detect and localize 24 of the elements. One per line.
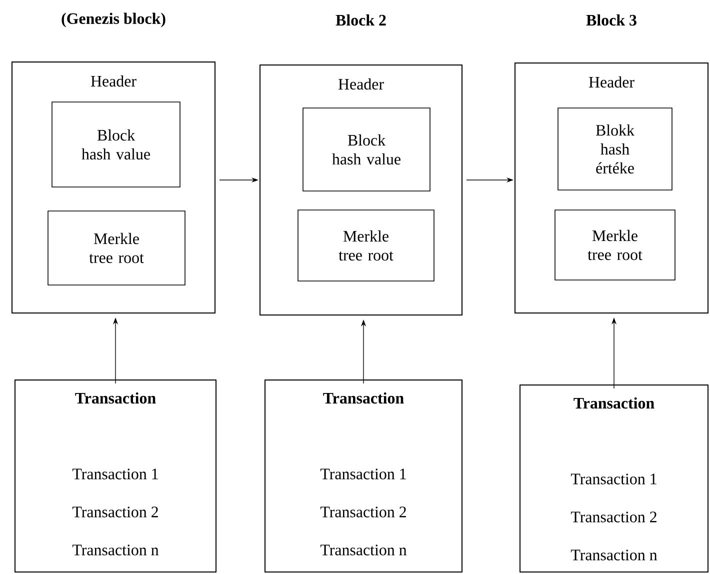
transaction-item: Transaction 2 (72, 506, 158, 518)
hash-box: Block hash value (52, 102, 180, 188)
transaction-heading: Transaction (323, 392, 404, 404)
hash-box: Blokk hash értéke (558, 108, 672, 190)
merkle-root-box: Merkle tree root (48, 210, 186, 286)
transaction-heading: Transaction (75, 392, 156, 404)
block-title: Block 2 (336, 14, 386, 26)
transaction-heading: Transaction (574, 397, 654, 409)
header-label: Header (90, 75, 136, 87)
block-title: Block 3 (586, 14, 636, 26)
transaction-item: Transaction n (72, 544, 159, 556)
hash-box: Block hash value (302, 108, 430, 192)
header-label: Header (588, 76, 634, 88)
transaction-item: Transaction 1 (72, 468, 158, 480)
merkle-root-box: Merkle tree root (298, 210, 434, 282)
block-title: (Genezis block) (62, 12, 166, 28)
transaction-item: Transaction n (320, 544, 407, 556)
header-label: Header (338, 78, 384, 90)
transaction-item: Transaction n (570, 550, 658, 560)
transaction-item: Transaction 2 (320, 506, 406, 518)
transaction-item: Transaction 1 (320, 468, 406, 480)
merkle-root-box: Merkle tree root (554, 210, 676, 280)
transaction-item: Transaction 2 (570, 512, 656, 522)
transaction-item: Transaction 1 (570, 474, 656, 484)
